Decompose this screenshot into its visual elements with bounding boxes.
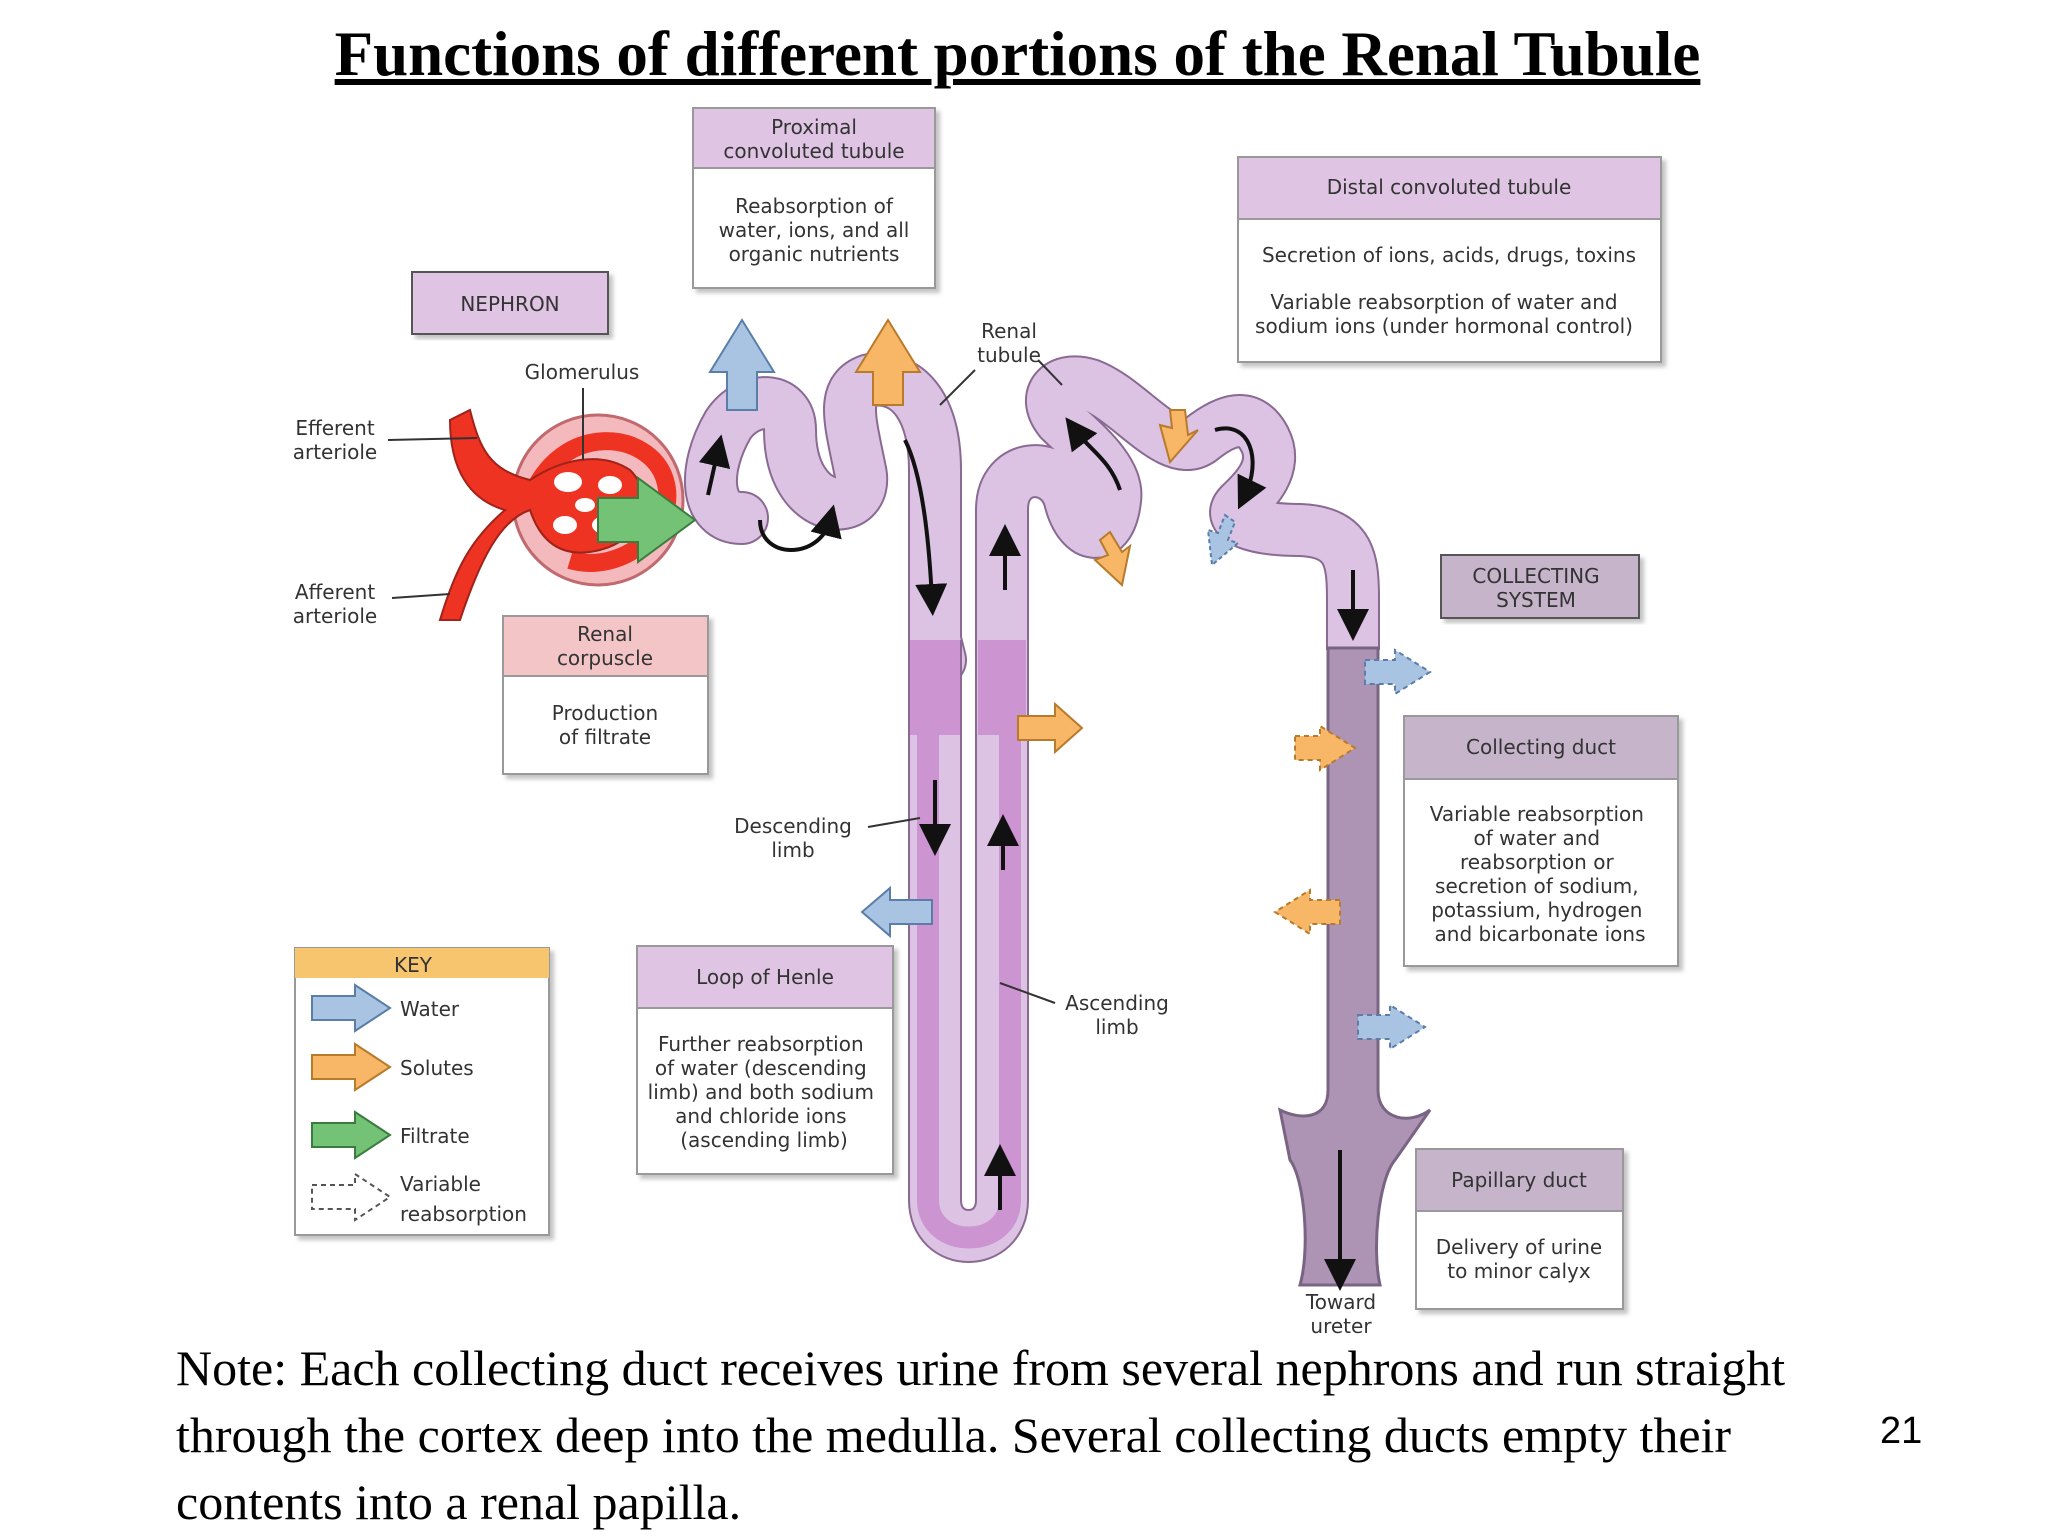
key-solutes-label: Solutes: [400, 1056, 474, 1080]
collecting-duct-body: Variable reabsorption of water and reabs…: [1430, 802, 1651, 946]
loop-of-henle-body: Further reabsorption of water (descendin…: [648, 1032, 881, 1152]
pct-solute-arrow: [854, 318, 922, 406]
key-variable-icon: [311, 1172, 392, 1222]
nephron-label: NEPHRON: [460, 292, 559, 316]
slide-title: Functions of different portions of the R…: [334, 19, 1701, 89]
dct-water-arrow: [1206, 513, 1241, 567]
key-title: KEY: [394, 953, 433, 977]
pct-box: [692, 107, 936, 289]
collecting-duct: [1277, 646, 1432, 1287]
key-solutes-icon: [311, 1042, 392, 1092]
collecting-duct-header: Collecting duct: [1466, 735, 1616, 759]
leader-lines: [387, 359, 1063, 1004]
loop-of-henle-header: Loop of Henle: [696, 965, 834, 989]
renal-corpuscle-box: [502, 615, 709, 775]
pct-water-arrow: [708, 318, 776, 411]
loop-of-henle-medullary: [910, 640, 960, 735]
key-filtrate-icon: [311, 1110, 392, 1160]
collecting-duct-box: [1403, 715, 1679, 967]
key-water-label: Water: [400, 997, 460, 1021]
key-filtrate-label: Filtrate: [400, 1124, 470, 1148]
flow-arrows: [698, 417, 1369, 1291]
papillary-duct-box: [1415, 1148, 1624, 1310]
nephron-box: [411, 271, 609, 335]
footnote: Note: Each collecting duct receives urin…: [176, 1340, 1786, 1530]
filtrate-arrow: [597, 476, 697, 564]
loop-water-arrow: [860, 885, 933, 939]
page-number: 21: [1880, 1410, 1923, 1452]
glomerulus-label: Glomerulus: [525, 360, 640, 384]
papillary-duct-header: Papillary duct: [1451, 1168, 1587, 1192]
dct-header: Distal convoluted tubule: [1327, 175, 1572, 199]
dct-solute-arrow-2: [1093, 530, 1132, 587]
dct-solute-arrow-1: [1158, 409, 1199, 465]
loop-of-henle-box: [636, 945, 894, 1175]
renal-tubule: [683, 352, 1380, 1263]
dct-box: [1237, 156, 1662, 363]
loop-solute-arrow: [1017, 701, 1084, 755]
collecting-duct-arrows: [1273, 648, 1432, 1051]
collecting-system-box: [1440, 554, 1640, 619]
key-water-icon: [311, 983, 392, 1033]
dct-body-1: Secretion of ions, acids, drugs, toxins: [1262, 243, 1636, 267]
